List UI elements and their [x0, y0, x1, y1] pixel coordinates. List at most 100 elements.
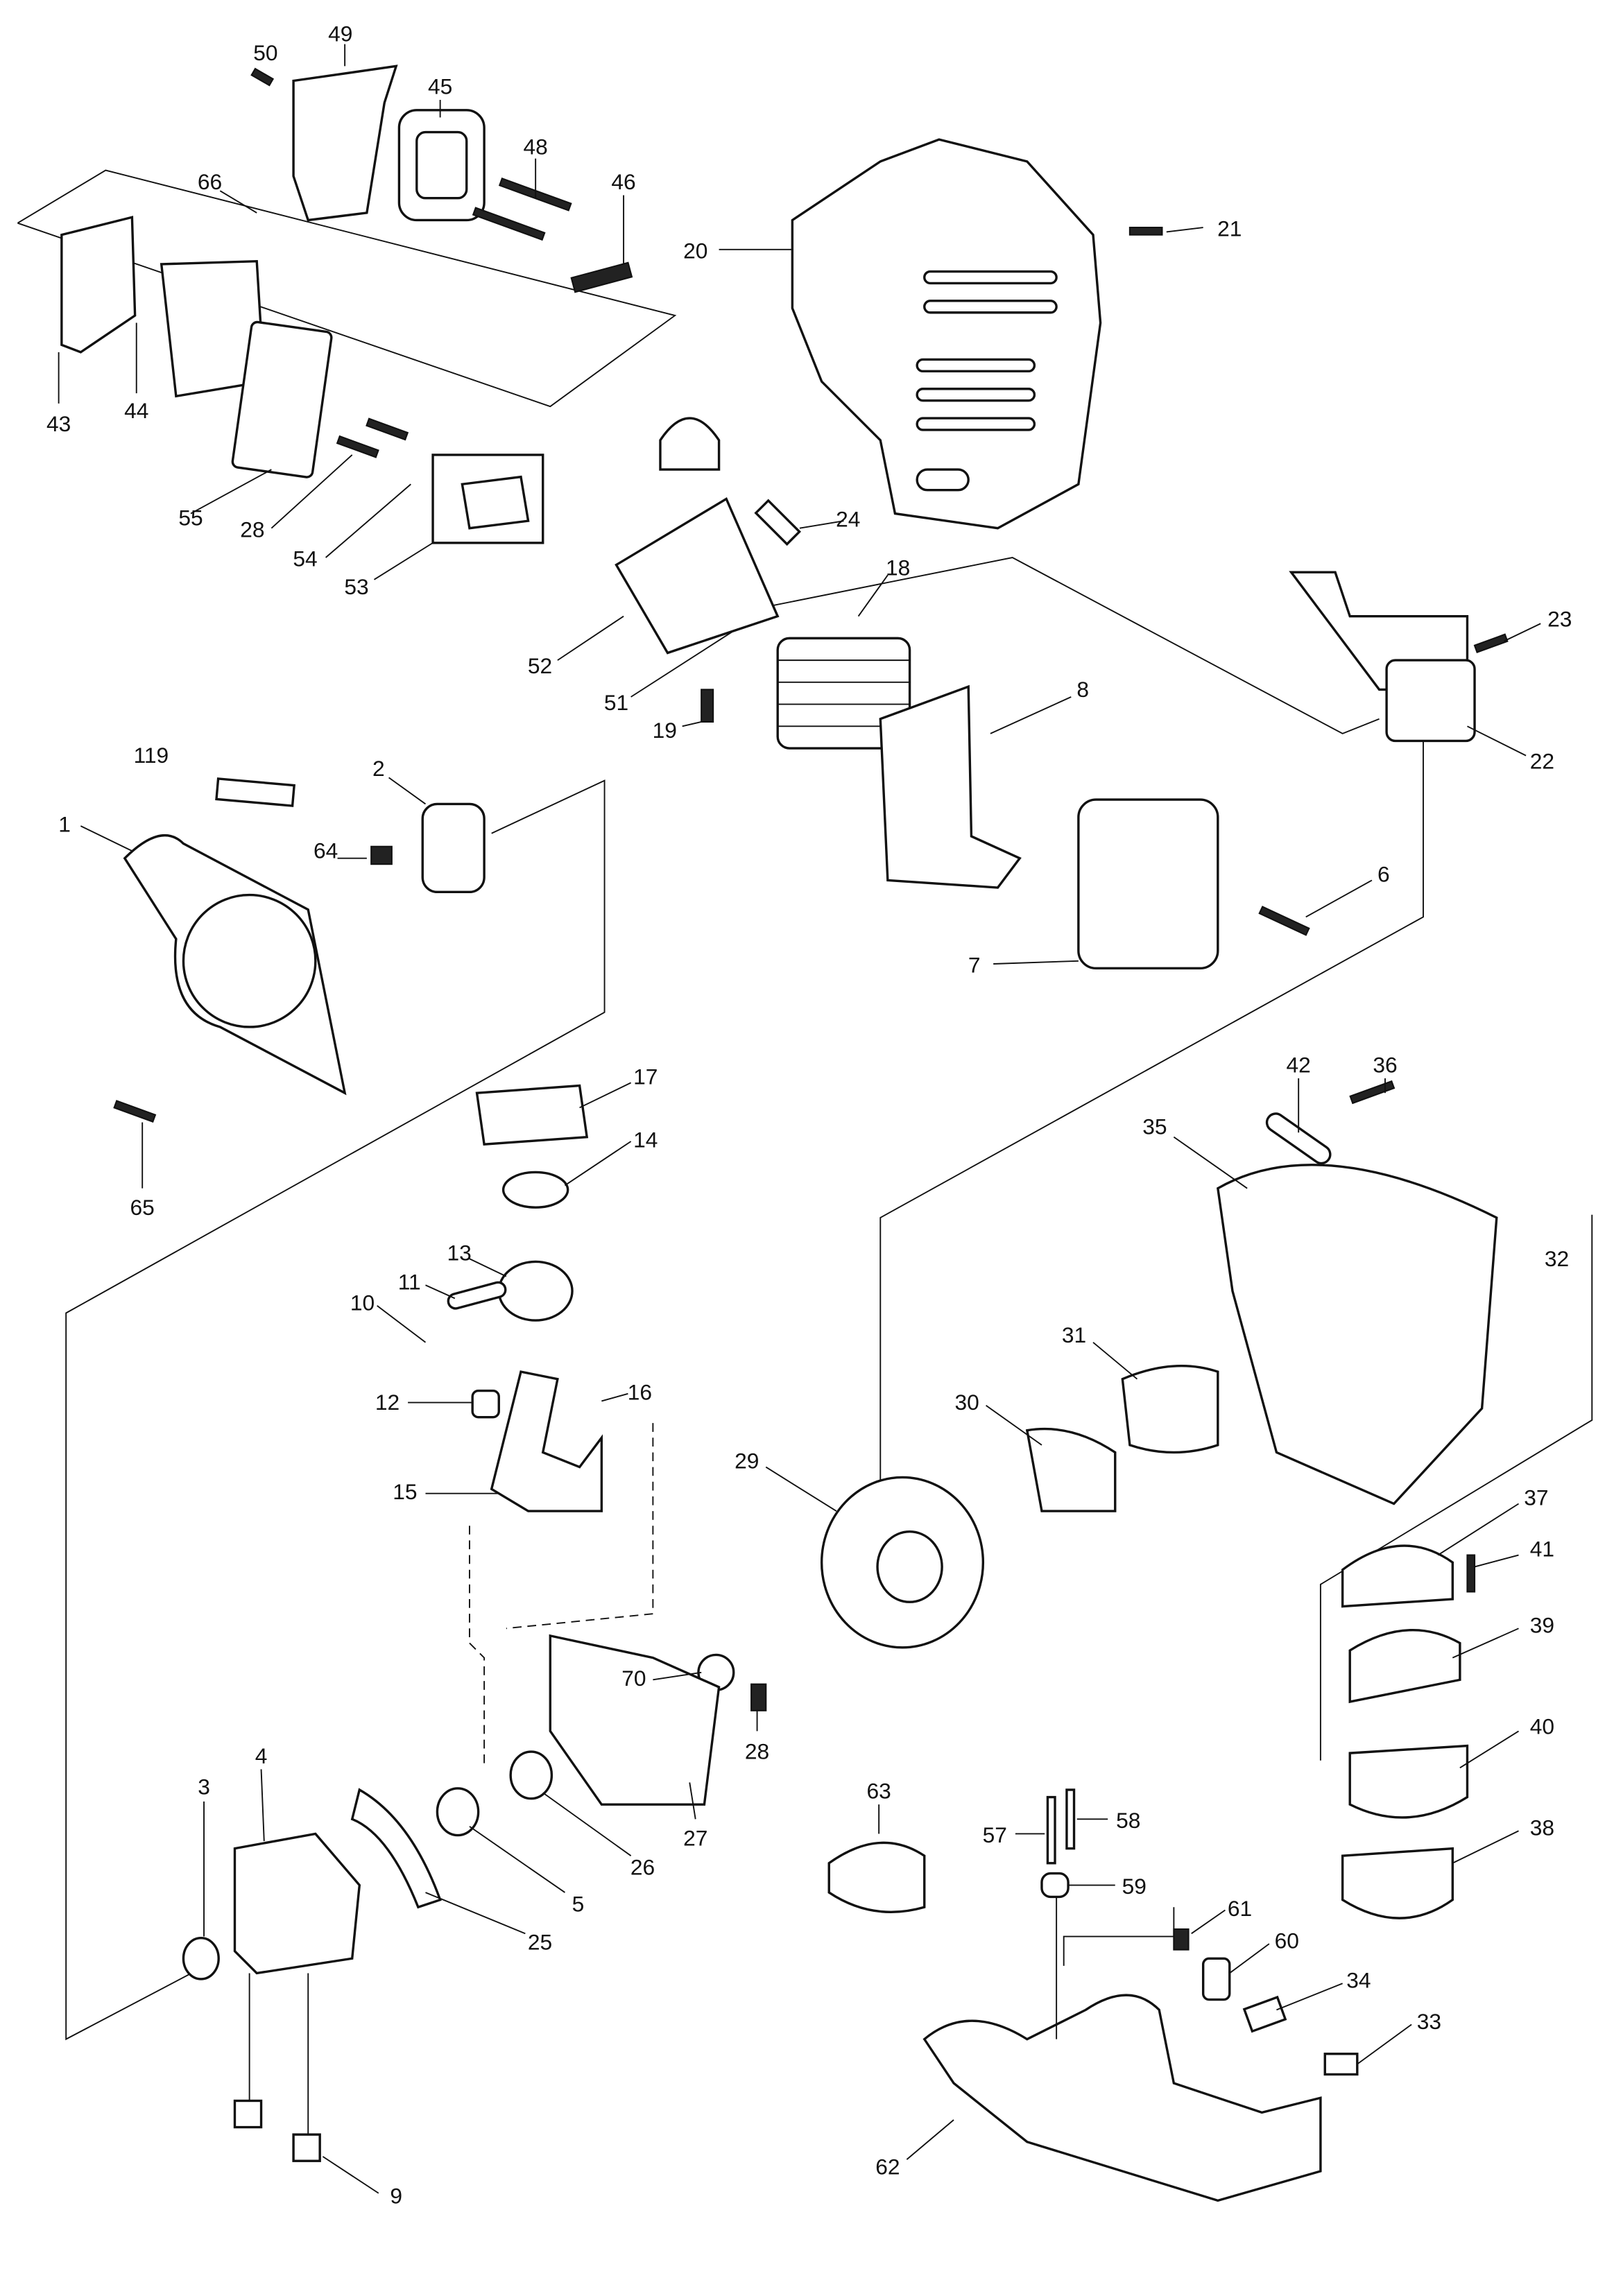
part-callout-14: 14: [633, 1127, 658, 1152]
fuel-tank: [922, 1994, 1322, 2202]
cover-37: [1341, 1544, 1454, 1608]
ball-bearing-5: [436, 1787, 480, 1837]
damper-a: [233, 2099, 263, 2129]
gasket-33: [1323, 2053, 1359, 2076]
crankshaft-guide-left: [468, 1526, 486, 1768]
part-callout-16: 16: [628, 1379, 652, 1404]
needle-bearing: [471, 1389, 500, 1419]
clutch-drum: [1121, 1364, 1219, 1454]
clutch-group-frame: [1319, 1214, 1593, 1761]
air-filter-inner: [415, 130, 468, 200]
flywheel-hub: [876, 1530, 943, 1603]
part-callout-30: 30: [954, 1390, 979, 1415]
spark-plug: [754, 499, 801, 546]
part-callout-38: 38: [1530, 1815, 1554, 1840]
part-callout-51: 51: [604, 690, 628, 715]
flywheel-group-frame: [879, 733, 1424, 1482]
part-callout-52: 52: [528, 653, 552, 678]
part-callout-41: 41: [1530, 1537, 1554, 1562]
part-callout-7: 7: [968, 953, 981, 978]
cover-38: [1341, 1847, 1454, 1919]
crankshaft-guide-right: [506, 1423, 654, 1630]
cover-40: [1348, 1744, 1469, 1819]
part-callout-45: 45: [428, 74, 452, 99]
part-callout-119: 119: [134, 743, 169, 768]
part-callout-34: 34: [1346, 1968, 1371, 1993]
part-callout-65: 65: [130, 1195, 155, 1220]
label-sticker: [215, 777, 296, 807]
part-callout-28: 28: [745, 1739, 769, 1764]
spark-plug-cap: [659, 417, 721, 471]
part-callout-59: 59: [1122, 1874, 1147, 1899]
part-callout-36: 36: [1373, 1053, 1397, 1078]
damper-9: [292, 2133, 321, 2162]
part-callout-48: 48: [524, 134, 548, 159]
clutch: [1025, 1427, 1117, 1512]
part-callout-60: 60: [1275, 1928, 1299, 1953]
part-callout-5: 5: [572, 1892, 585, 1917]
lever: [1265, 1112, 1332, 1165]
part-callout-33: 33: [1417, 2009, 1441, 2034]
gasket-25: [350, 1788, 442, 1909]
part-callout-62: 62: [875, 2154, 900, 2179]
pin-58: [1065, 1788, 1076, 1850]
air-cleaner-cover: [292, 64, 398, 222]
part-callout-11: 11: [398, 1270, 421, 1295]
part-callout-39: 39: [1530, 1613, 1554, 1638]
part-callout-44: 44: [124, 398, 148, 423]
part-callout-4: 4: [255, 1743, 268, 1768]
grommet: [1040, 1872, 1070, 1899]
part-callout-25: 25: [528, 1930, 552, 1955]
part-callout-61: 61: [1228, 1896, 1252, 1921]
part-callout-28: 28: [240, 517, 264, 542]
part-callout-57: 57: [983, 1822, 1007, 1847]
part-callout-37: 37: [1524, 1485, 1548, 1510]
part-callout-29: 29: [735, 1449, 759, 1474]
piston-pin: [447, 1281, 507, 1310]
part-callout-40: 40: [1530, 1714, 1554, 1739]
part-callout-24: 24: [836, 507, 860, 532]
part-callout-42: 42: [1287, 1053, 1311, 1078]
cylinder-gasket: [475, 1084, 589, 1146]
part-callout-6: 6: [1377, 862, 1390, 887]
part-callout-20: 20: [683, 238, 707, 263]
crankcase-group-frame: [65, 779, 606, 2041]
pin-57: [1046, 1795, 1056, 1865]
part-callout-53: 53: [344, 574, 368, 599]
primer: [1201, 1957, 1231, 2001]
part-callout-63: 63: [867, 1779, 891, 1804]
crankshaft: [490, 1370, 603, 1512]
part-callout-22: 22: [1530, 749, 1554, 774]
part-callout-49: 49: [328, 21, 352, 46]
part-callout-46: 46: [611, 169, 635, 194]
ignition-coil: [1385, 659, 1476, 743]
ball-bearing-26: [509, 1750, 553, 1800]
part-callout-8: 8: [1076, 677, 1089, 702]
part-callout-54: 54: [293, 546, 317, 571]
part-callout-66: 66: [198, 169, 222, 194]
part-callout-70: 70: [621, 1666, 646, 1691]
gasket-34: [1242, 1995, 1287, 2033]
part-callout-2: 2: [372, 756, 385, 781]
cylinder-group-frame: [719, 557, 1380, 734]
cover-39: [1348, 1628, 1461, 1704]
part-callout-31: 31: [1062, 1322, 1086, 1347]
part-callout-10: 10: [350, 1290, 375, 1315]
recoil-drum: [182, 893, 317, 1028]
part-callout-43: 43: [46, 411, 71, 436]
fuel-cap: [827, 1841, 926, 1913]
part-callout-64: 64: [314, 838, 338, 863]
muffler: [1077, 798, 1219, 970]
leader-lines: [58, 44, 1541, 2194]
crankcase: [549, 1634, 721, 1806]
part-callout-15: 15: [393, 1479, 417, 1504]
part-callout-58: 58: [1116, 1808, 1140, 1833]
oil-seal-3: [182, 1936, 220, 1980]
carburetor-group-frame: [17, 169, 677, 408]
part-callout-35: 35: [1142, 1114, 1167, 1139]
part-callout-1: 1: [58, 812, 71, 837]
part-callout-55: 55: [178, 505, 203, 530]
insulator: [461, 475, 530, 530]
